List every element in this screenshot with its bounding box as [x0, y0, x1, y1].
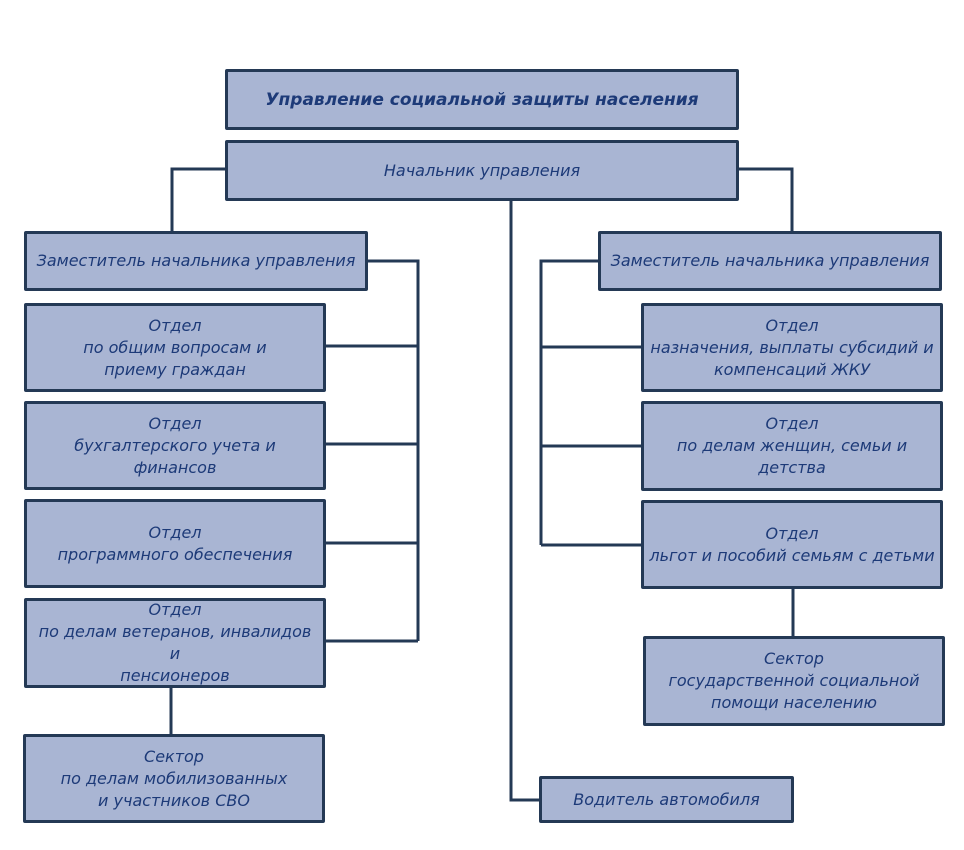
- left-deputy-text: Заместитель начальника управления: [36, 251, 356, 270]
- left-dept-veterans: Отдел по делам ветеранов, инвалидов и пе…: [24, 598, 326, 688]
- right-sector-social-help-text: Сектор государственной социальной помощи…: [668, 649, 920, 712]
- left-dept-accounting: Отдел бухгалтерского учета и финансов: [24, 401, 326, 490]
- right-deputy-text: Заместитель начальника управления: [610, 251, 930, 270]
- right-dept-subsidies: Отдел назначения, выплаты субсидий и ком…: [641, 303, 943, 392]
- driver-box: Водитель автомобиля: [539, 776, 794, 823]
- right-sector-social-help: Сектор государственной социальной помощи…: [643, 636, 945, 726]
- right-dept-benefits-text: Отдел льгот и пособий семьям с детьми: [649, 523, 935, 565]
- right-dept-women-family-text: Отдел по делам женщин, семьи и детства: [676, 414, 908, 477]
- left-deputy-box: Заместитель начальника управления: [24, 231, 368, 291]
- org-title-text: Управление социальной защиты населения: [265, 89, 699, 110]
- left-dept-software-text: Отдел программного обеспечения: [57, 522, 293, 564]
- right-dept-women-family: Отдел по делам женщин, семьи и детства: [641, 401, 943, 491]
- left-dept-accounting-text: Отдел бухгалтерского учета и финансов: [74, 413, 276, 477]
- left-sector-svo-text: Сектор по делам мобилизованных и участни…: [60, 746, 288, 810]
- connector-head-driver: [509, 199, 541, 802]
- driver-text: Водитель автомобиля: [573, 789, 760, 809]
- left-dept-veterans-text: Отдел по делам ветеранов, инвалидов и пе…: [38, 600, 312, 685]
- connector-head-right-deputy: [737, 167, 794, 231]
- left-dept-general: Отдел по общим вопросам и приему граждан: [24, 303, 326, 392]
- right-dept-benefits: Отдел льгот и пособий семьям с детьми: [641, 500, 943, 589]
- left-sector-svo: Сектор по делам мобилизованных и участни…: [23, 734, 325, 823]
- right-dept-subsidies-text: Отдел назначения, выплаты субсидий и ком…: [650, 315, 934, 379]
- left-dept-general-text: Отдел по общим вопросам и приему граждан: [83, 315, 267, 379]
- head-box: Начальник управления: [225, 140, 739, 201]
- head-text: Начальник управления: [383, 160, 581, 180]
- connector-left-bus: [366, 259, 420, 641]
- org-title: Управление социальной защиты населения: [225, 69, 739, 130]
- left-dept-software: Отдел программного обеспечения: [24, 499, 326, 588]
- connector-right-bus: [539, 259, 600, 545]
- right-deputy-box: Заместитель начальника управления: [598, 231, 942, 291]
- connector-head-left-deputy: [170, 167, 227, 231]
